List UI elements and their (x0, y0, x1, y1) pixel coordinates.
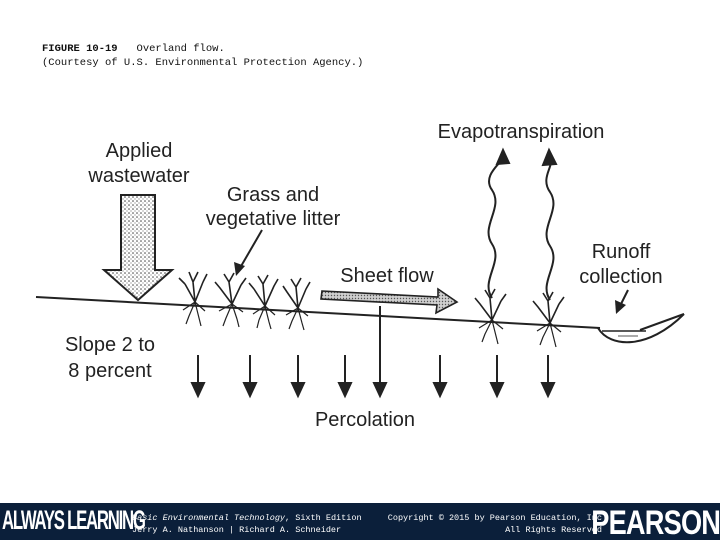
percolation-arrow (432, 355, 448, 399)
grass-plant (532, 291, 565, 348)
book-citation: Basic Environmental Technology, Sixth Ed… (132, 512, 362, 536)
percolation-arrow (372, 306, 388, 399)
runoff-collection-label-line2: collection (579, 266, 662, 288)
figure-caption: FIGURE 10-19 Overland flow. (Courtesy of… (42, 42, 363, 70)
pearson-logo: PEARSON (591, 504, 720, 542)
percolation-arrow (489, 355, 505, 399)
evapotranspiration-label: Evapotranspiration (438, 121, 605, 143)
evapotranspiration-arrow (545, 159, 555, 301)
slope-label-line2: 8 percent (68, 360, 152, 382)
evapotranspiration-arrowhead (495, 147, 511, 166)
percolation-arrow (242, 355, 258, 399)
copyright-line: Copyright © 2015 by Pearson Education, I… (387, 513, 602, 523)
evapotranspiration-arrowhead (541, 147, 558, 167)
grass-label-line1: Grass and (227, 184, 319, 206)
figure-title: Overland flow. (136, 43, 225, 55)
grass-plants (178, 271, 565, 348)
book-title: Basic Environmental Technology (132, 513, 286, 523)
sheet-flow-label: Sheet flow (340, 265, 434, 287)
rights-line: All Rights Reserved (505, 525, 602, 535)
runoff-collection-label-line1: Runoff (592, 241, 651, 263)
percolation-label: Percolation (315, 409, 415, 431)
applied-wastewater-label-line2: wastewater (87, 165, 189, 187)
grass-pointer-arrowhead (234, 262, 245, 276)
grass-plant (248, 274, 279, 330)
always-learning-logo: ALWAYS LEARNING (2, 505, 146, 535)
evapotranspiration-arrow (487, 157, 504, 299)
footer-bar: ALWAYS LEARNING Basic Environmental Tech… (0, 503, 720, 542)
grass-plant (178, 271, 208, 327)
applied-wastewater-label-line1: Applied (106, 140, 173, 162)
runoff-pointer-arrowhead (615, 300, 626, 314)
slope-label-line1: Slope 2 to (65, 334, 155, 356)
ground-right-line (639, 313, 685, 331)
applied-wastewater-arrow (101, 194, 175, 302)
book-edition: , Sixth Edition (285, 513, 362, 523)
evapotranspiration-arrows (487, 147, 558, 301)
percolation-arrow (540, 355, 556, 399)
figure-number: FIGURE 10-19 (42, 43, 118, 55)
percolation-arrow (190, 355, 206, 399)
overland-flow-diagram: Applied wastewater Grass and vegetative … (35, 121, 685, 431)
book-authors: Jerry A. Nathanson | Richard A. Schneide… (132, 525, 342, 535)
sheet-flow-arrow (320, 287, 459, 315)
grass-plant (214, 272, 247, 328)
percolation-arrow (290, 355, 306, 399)
grass-plant (282, 277, 311, 331)
percolation-arrow (337, 355, 353, 399)
percolation-arrows (190, 306, 556, 399)
runoff-collection-channel (597, 313, 685, 344)
ground-slope-line (35, 296, 601, 329)
copyright-notice: Copyright © 2015 by Pearson Education, I… (388, 512, 602, 536)
grass-plant (474, 288, 507, 345)
figure-credit: (Courtesy of U.S. Environmental Protecti… (42, 57, 364, 69)
grass-pointer-line (239, 229, 263, 269)
grass-label-line2: vegetative litter (206, 208, 341, 230)
